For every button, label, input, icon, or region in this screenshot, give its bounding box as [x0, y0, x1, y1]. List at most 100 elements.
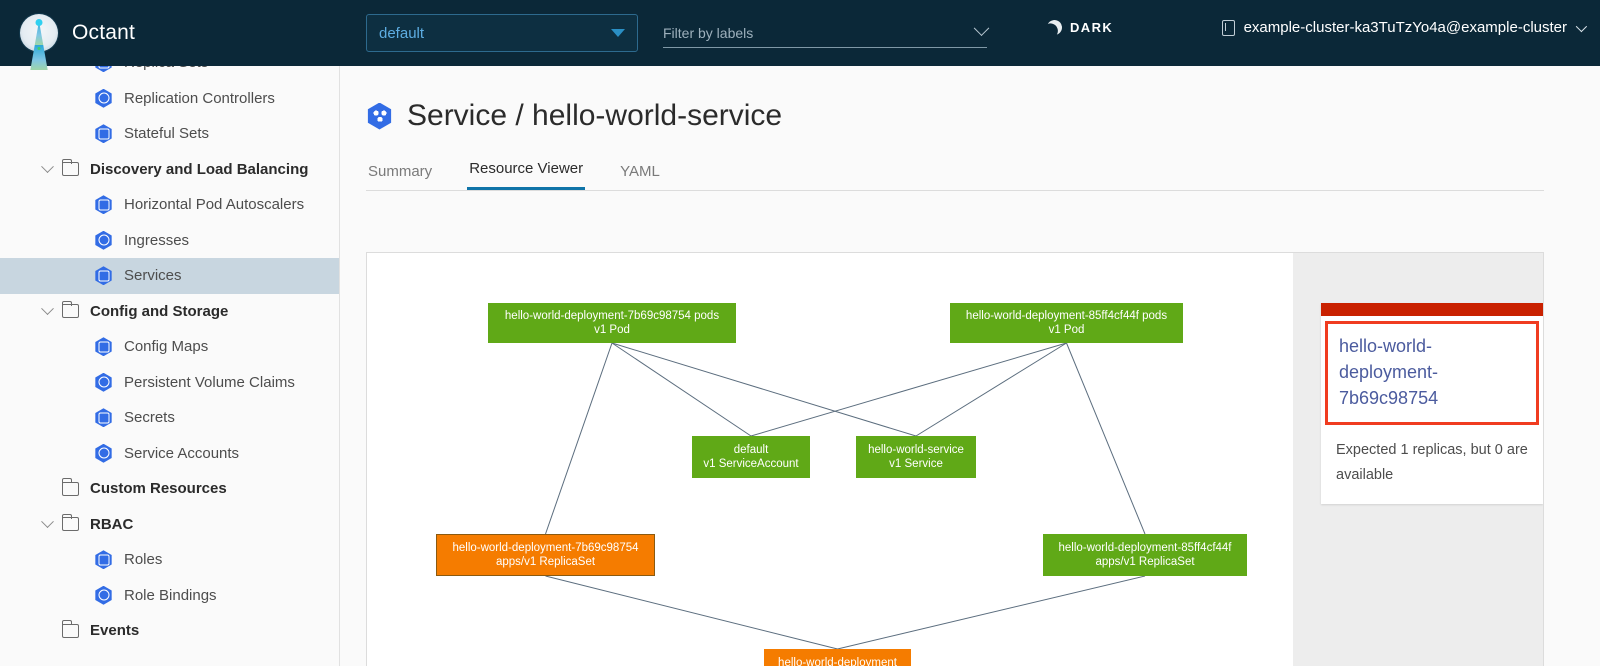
namespace-value: default [379, 24, 425, 42]
cluster-label: example-cluster-ka3TuTzYo4a@example-clus… [1243, 19, 1567, 36]
chevron-down-icon [1575, 20, 1588, 32]
alert-title-box: hello-world-deployment-7b69c98754 [1325, 321, 1539, 425]
graph-node-title: hello-world-deployment-7b69c98754 [452, 542, 639, 554]
graph-edge [611, 342, 917, 437]
graph-node-title: hello-world-service [868, 444, 964, 456]
page-header: Service / hello-world-service [340, 66, 1600, 133]
chevron-down-icon[interactable] [32, 515, 62, 529]
theme-toggle-button[interactable]: DARK [1047, 20, 1113, 35]
chevron-down-icon[interactable] [32, 160, 62, 174]
sidebar-item-discovery-and-load-balancing[interactable]: Discovery and Load Balancing [0, 152, 339, 188]
folder-icon [61, 300, 79, 319]
sidebar-item-label: Stateful Sets [124, 125, 210, 143]
sidebar-item-label: Ingresses [124, 231, 190, 249]
graph-node-subtitle: v1 Pod [1048, 324, 1085, 336]
sidebar-item-secrets[interactable]: Secrets [0, 400, 339, 436]
tab-summary[interactable]: Summary [368, 163, 433, 180]
cluster-selector[interactable]: example-cluster-ka3TuTzYo4a@example-clus… [1221, 19, 1588, 36]
k8s-hpa-icon [95, 195, 112, 215]
alert-message: Expected 1 replicas, but 0 are available [1336, 442, 1528, 483]
k8s-statefulset-icon [95, 124, 112, 144]
chevron-down-icon [973, 20, 990, 37]
sidebar-item-label: Events [90, 622, 140, 640]
tab-bar: Summary Resource Viewer YAML [366, 154, 1544, 191]
sidebar-item-service-accounts[interactable]: Service Accounts [0, 436, 339, 472]
sidebar-item-label: Horizontal Pod Autoscalers [124, 196, 305, 214]
k8s-ingress-icon [95, 230, 112, 250]
sidebar-item-label: Services [124, 267, 182, 285]
brand: Octant [20, 14, 135, 52]
main-content: Service / hello-world-service Summary Res… [340, 66, 1600, 666]
graph-node-deploy-hw[interactable]: hello-world-deploymentapps/v1 Deployment [764, 649, 911, 666]
sidebar-item-label: Config Maps [124, 338, 209, 356]
k8s-serviceaccount-icon [95, 443, 112, 463]
namespace-select[interactable]: default [366, 14, 638, 52]
sidebar-item-config-and-storage[interactable]: Config and Storage [0, 294, 339, 330]
graph-edge [611, 342, 752, 437]
tab-yaml[interactable]: YAML [620, 163, 660, 180]
k8s-replicationcontroller-icon [95, 88, 112, 108]
sidebar-item-events[interactable]: Events [0, 613, 339, 649]
sidebar-item-label: Config and Storage [90, 302, 229, 320]
brand-name: Octant [72, 21, 136, 44]
sidebar[interactable]: Replica SetsReplication ControllersState… [0, 66, 340, 666]
page-title: Service / hello-world-service [407, 99, 783, 132]
octant-logo-icon [20, 14, 58, 52]
sidebar-item-label: Role Bindings [124, 586, 217, 604]
sidebar-item-role-bindings[interactable]: Role Bindings [0, 578, 339, 614]
graph-node-svc-hw[interactable]: hello-world-service v1 Service [856, 436, 976, 478]
app-header: Octant default Filter by labels DARK exa… [0, 0, 1600, 66]
theme-toggle-label: DARK [1070, 20, 1114, 35]
sidebar-item-persistent-volume-claims[interactable]: Persistent Volume Claims [0, 365, 339, 401]
sidebar-item-ingresses[interactable]: Ingresses [0, 223, 339, 259]
alert-resource-link[interactable]: hello-world-deployment-7b69c98754 [1339, 336, 1439, 408]
graph-edge [545, 575, 838, 650]
sidebar-item-rbac[interactable]: RBAC [0, 507, 339, 543]
alert-accent-bar [1321, 303, 1543, 316]
k8s-replicaset-icon [95, 66, 112, 73]
k8s-pvc-icon [95, 372, 112, 392]
sidebar-item-stateful-sets[interactable]: Stateful Sets [0, 116, 339, 152]
sidebar-item-label: Replica Sets [124, 66, 208, 71]
sidebar-item-custom-resources[interactable]: Custom Resources [0, 471, 339, 507]
sidebar-item-label: Service Accounts [124, 444, 240, 462]
folder-icon [61, 158, 79, 177]
alert-card: hello-world-deployment-7b69c98754 Expect… [1321, 303, 1543, 504]
labels-filter-input[interactable]: Filter by labels [663, 18, 990, 48]
graph-node-sa-default[interactable]: default v1 ServiceAccount [692, 436, 810, 478]
graph-node-title: hello-world-deployment-7b69c98754 pods [504, 310, 720, 322]
graph-node-pod-85ff[interactable]: hello-world-deployment-85ff4cf44f pods v1… [950, 303, 1183, 343]
graph-edge [1066, 342, 1146, 535]
chevron-down-icon[interactable] [32, 302, 62, 316]
k8s-rolebinding-icon [95, 585, 112, 605]
graph-node-title: hello-world-deployment-85ff4cf44f pods [965, 310, 1168, 322]
graph-node-title: default [733, 444, 769, 456]
sidebar-item-replica-sets[interactable]: Replica Sets [0, 66, 339, 81]
sidebar-item-config-maps[interactable]: Config Maps [0, 329, 339, 365]
graph-node-subtitle: v1 ServiceAccount [703, 458, 799, 470]
k8s-service-icon [367, 102, 392, 130]
sidebar-item-label: Roles [124, 551, 163, 569]
tab-resource-viewer[interactable]: Resource Viewer [467, 154, 586, 190]
resource-graph-canvas[interactable]: hello-world-deployment-7b69c98754 pods v1… [367, 253, 1543, 666]
sidebar-item-replication-controllers[interactable]: Replication Controllers [0, 81, 339, 117]
cluster-icon [1221, 19, 1235, 36]
k8s-configmap-icon [95, 337, 112, 357]
graph-node-title: hello-world-deployment [778, 657, 897, 666]
sidebar-item-label: Persistent Volume Claims [124, 373, 295, 391]
folder-icon [61, 478, 79, 496]
k8s-role-icon [95, 550, 112, 570]
sidebar-item-services[interactable]: Services [0, 258, 339, 294]
sidebar-item-label: RBAC [90, 515, 134, 533]
graph-edge [837, 575, 1146, 650]
graph-node-subtitle: apps/v1 ReplicaSet [1095, 556, 1195, 568]
sidebar-item-horizontal-pod-autoscalers[interactable]: Horizontal Pod Autoscalers [0, 187, 339, 223]
graph-node-subtitle: v1 Service [889, 458, 943, 470]
folder-icon [61, 620, 79, 638]
k8s-secret-icon [95, 408, 112, 428]
sidebar-nav-list: Replica SetsReplication ControllersState… [0, 66, 339, 649]
sidebar-item-roles[interactable]: Roles [0, 542, 339, 578]
